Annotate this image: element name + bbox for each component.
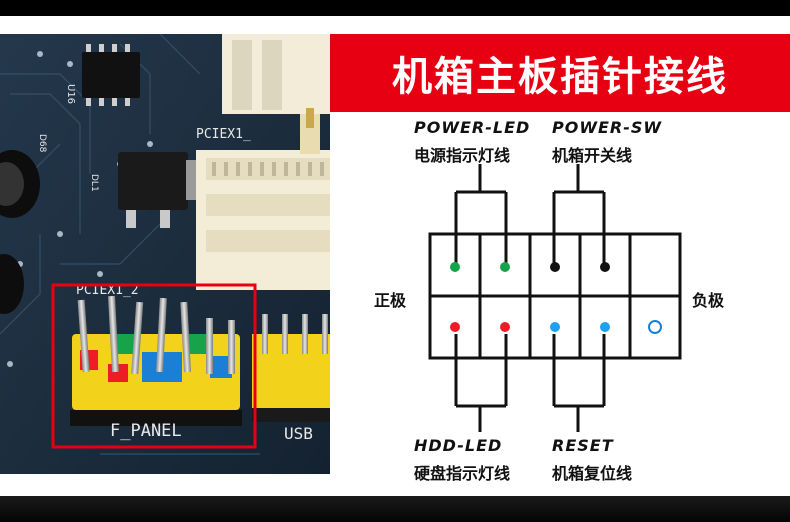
f-panel-label: F_PANEL: [110, 421, 182, 441]
bottom-pin-1: [450, 322, 460, 332]
f-panel-header: [70, 295, 242, 426]
power-sw-cn-label: 机箱开关线: [552, 146, 633, 165]
bottom-pin-4: [600, 322, 610, 332]
top-pin-2: [500, 262, 510, 272]
pciex-top-label: PCIEX1_: [196, 127, 251, 142]
pcie-slot-main: [196, 108, 330, 290]
page-title: 机箱主板插针接线: [392, 54, 728, 100]
pciex-mid-label: PCIEX1_2: [76, 283, 139, 298]
top-band: [0, 0, 790, 16]
hdd-led-connector: [454, 334, 508, 432]
usb-label: USB: [284, 424, 313, 443]
pin-grid: [428, 164, 682, 432]
bottom-pin-3: [550, 322, 560, 332]
u16-label: U16: [65, 84, 76, 104]
positive-label: 正极: [374, 291, 407, 310]
power-led-label: POWER-LED: [414, 118, 531, 137]
power-led-cn-label: 电源指示灯线: [414, 146, 511, 165]
pin-diagram: POWER-LED 电源指示灯线 POWER-SW 机箱开关线 正极 负极 HD…: [330, 112, 790, 496]
top-pin-3: [550, 262, 560, 272]
pcie-slot-top: [222, 34, 330, 114]
regulator-chip: [118, 152, 188, 210]
bottom-pin-5: [648, 320, 662, 334]
usb-header: [252, 314, 330, 422]
title-banner: 机箱主板插针接线: [330, 34, 790, 112]
negative-label: 负极: [692, 291, 725, 310]
power-led-connector: [454, 164, 508, 264]
reset-label: RESET: [552, 436, 614, 455]
power-sw-label: POWER-SW: [552, 118, 663, 137]
top-pin-1: [450, 262, 460, 272]
top-pin-4: [600, 262, 610, 272]
hdd-led-label: HDD-LED: [414, 436, 503, 455]
highlight-box: [51, 283, 257, 449]
ic-chip: [82, 52, 140, 98]
dl1-label: DL1: [89, 174, 99, 192]
reset-cn-label: 机箱复位线: [552, 464, 633, 483]
reset-connector: [552, 334, 606, 432]
d68-label: D68: [37, 134, 47, 153]
motherboard-photo: U16 D68 DL1 PCIEX1_: [0, 34, 330, 474]
bottom-band: [0, 496, 790, 522]
hdd-led-cn-label: 硬盘指示灯线: [414, 464, 511, 483]
bottom-pin-2: [500, 322, 510, 332]
power-sw-connector: [552, 164, 606, 264]
